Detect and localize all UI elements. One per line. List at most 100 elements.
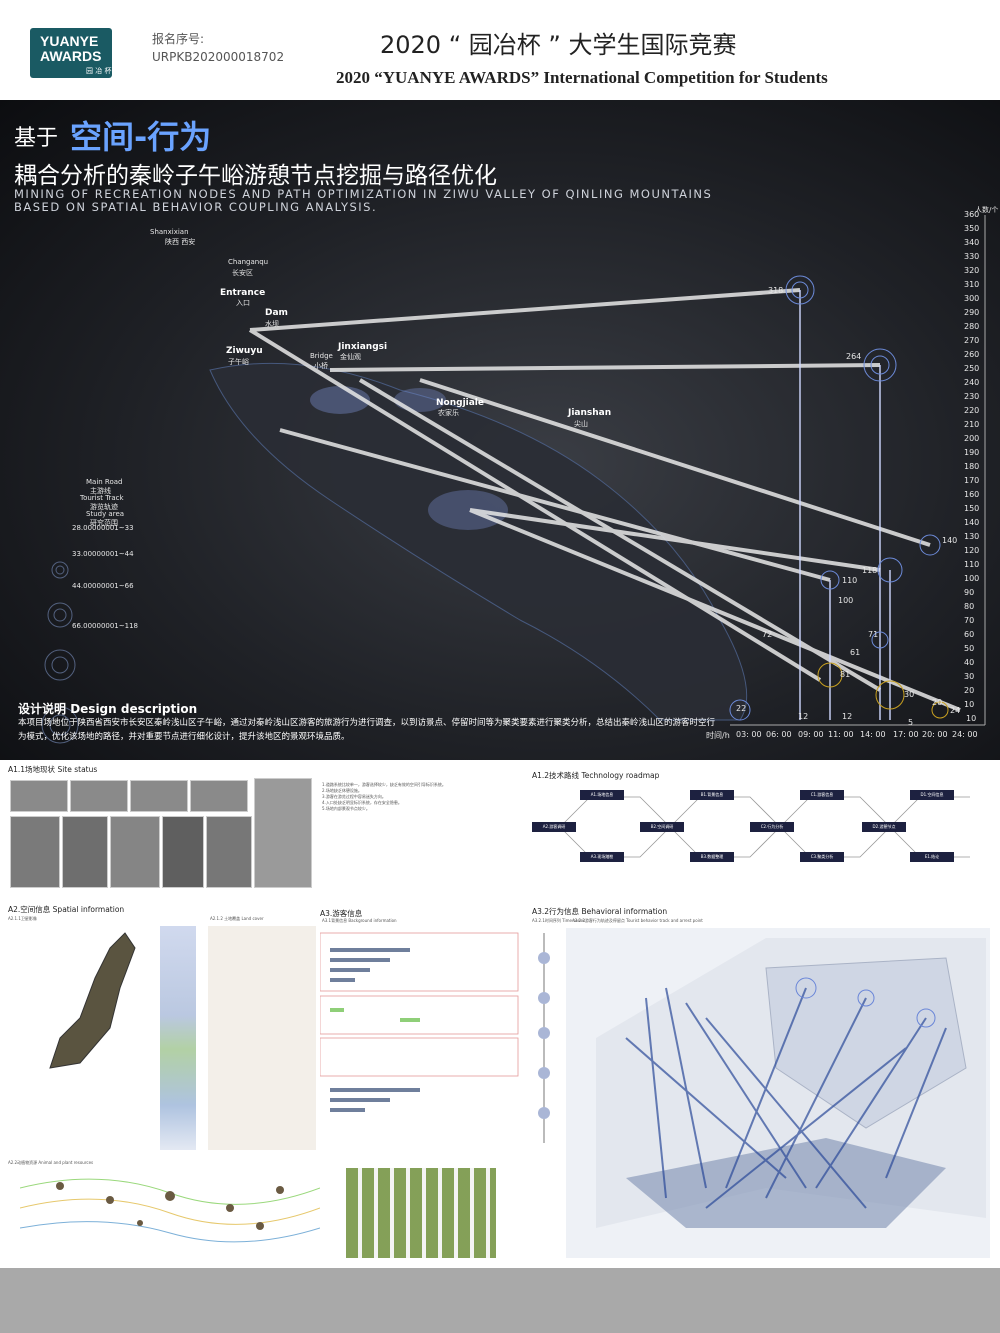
- y-tick: 320: [964, 266, 980, 275]
- legend-study-area-cn: 研究范围: [90, 519, 118, 527]
- roadmap-node: D2.游憩节点: [862, 822, 906, 832]
- y-tick: 100: [964, 574, 980, 583]
- legend-main-road-cn: 主游线: [90, 487, 111, 495]
- time-series-nodes: [538, 933, 550, 1143]
- y-tick: 290: [964, 308, 980, 317]
- y-tick: 270: [964, 336, 980, 345]
- y-tick: 90: [964, 588, 975, 597]
- study-area-shape: [209, 362, 748, 721]
- y-tick: 160: [964, 490, 980, 499]
- desc-heading-cn: 设计说明: [18, 702, 67, 716]
- logo-subtitle: 园 冶 杯: [86, 67, 112, 75]
- y-tick: 110: [964, 560, 980, 569]
- site-photo: [10, 780, 68, 812]
- y-tick: 240: [964, 378, 980, 387]
- section-roadmap: A1.2技术路线 Technology roadmap: [532, 771, 660, 780]
- y-tick: 10: [964, 700, 975, 709]
- map-label-bridge-cn: 小桥: [314, 362, 328, 370]
- legend-value: 28.00000001~33: [72, 524, 134, 532]
- desc-heading-en: Design description: [70, 702, 198, 716]
- y-tick: 70: [964, 616, 975, 625]
- peak-value: 118: [862, 566, 878, 575]
- animal-resources: [20, 1178, 320, 1243]
- peak-value: 12: [798, 712, 809, 721]
- section-track: A3.2.2游客行为轨迹及停留点 Tourist behavior track …: [572, 918, 703, 923]
- map-label-jianshan-cn: 尖山: [574, 420, 588, 428]
- logo-text: YUANYE AWARDS: [40, 34, 101, 64]
- legend-main-road: Main Road: [86, 478, 123, 486]
- hero-title-highlight: 空间-行为: [70, 118, 212, 156]
- roadmap-node: C1.游客信息: [800, 790, 844, 800]
- section-land-cover: A2.1.2 土地覆盖 Land cover: [210, 916, 264, 921]
- hero-map-panel: 基于 空间-行为 耦合分析的秦岭子午峪游憩节点挖掘与路径优化 Mining of…: [0, 100, 1000, 760]
- peak-value: 12: [842, 712, 853, 721]
- land-cover-grid: [208, 926, 316, 1150]
- y-tick: 300: [964, 294, 980, 303]
- section-time-series: A3.2.1时间序列 Time series: [532, 918, 586, 923]
- map-label-entrance-cn: 入口: [236, 299, 250, 307]
- note-item: 3.游客在游览过程中容易迷失方向。: [322, 794, 386, 799]
- roadmap-node: B3.数据整理: [690, 852, 734, 862]
- registration-label: 报名序号:: [152, 32, 205, 46]
- map-label-shaanxi-cn: 陕西 西安: [165, 238, 196, 246]
- site-photo: [10, 816, 60, 888]
- legend-value: 44.00000001~66: [72, 582, 134, 590]
- logo-line1: YUANYE: [40, 33, 99, 49]
- x-tick: 14: 00: [860, 730, 886, 739]
- y-tick: 260: [964, 350, 980, 359]
- competition-header: YUANYE AWARDS 园 冶 杯 报名序号: URPKB202000018…: [0, 0, 1000, 100]
- legend-study-area: Study area: [86, 510, 125, 518]
- section-spatial: A2.空间信息 Spatial information: [8, 905, 125, 914]
- y-tick: 40: [964, 658, 975, 667]
- note-item: 5.场地内部景观节点较少。: [322, 806, 370, 811]
- peak-value: 318: [768, 286, 784, 295]
- map-label-jinxian-cn: 金仙观: [340, 353, 361, 361]
- map-label-ziwuyu-cn: 子午峪: [228, 358, 249, 366]
- y-tick: 230: [964, 392, 980, 401]
- hero-title-main: 耦合分析的秦岭子午峪游憩节点挖掘与路径优化: [14, 163, 497, 189]
- legend-rings: [41, 561, 79, 744]
- map-label-shaanxi: Shanxixian: [150, 228, 189, 236]
- plant-resources-grid: [346, 1168, 496, 1258]
- note-item: 4.入口处缺乏明显标识系统，存在安全隐患。: [322, 800, 402, 805]
- peak-value: 140: [942, 536, 958, 545]
- section-site-status: A1.1场地现状 Site status: [8, 765, 98, 774]
- y-tick: 130: [964, 532, 980, 541]
- y-tick: 200: [964, 434, 980, 443]
- yuanye-logo: [30, 28, 112, 78]
- section-animals: A2.2动植物资源 Animal and plant resources: [8, 1160, 94, 1165]
- peak-value: 110: [842, 576, 858, 585]
- peak-value: 5: [908, 718, 914, 727]
- y-tick: 120: [964, 546, 980, 555]
- y-tick: 220: [964, 406, 980, 415]
- low-rings: [817, 662, 949, 719]
- site-photo: [110, 816, 160, 888]
- x-tick: 24: 00: [952, 730, 978, 739]
- site-photo: [206, 816, 252, 888]
- map-label-nongjiale: Nongjiale: [436, 398, 484, 408]
- x-axis-label: 时间/h: [706, 731, 730, 740]
- roadmap-node: A3.现场踏勘: [580, 852, 624, 862]
- peak-value: 24: [950, 706, 961, 715]
- site-photo: [62, 816, 108, 888]
- design-description-text: 本项目场地位于陕西省西安市长安区秦岭浅山区子午峪，通过对秦岭浅山区游客的旅游行为…: [18, 718, 716, 742]
- section-satellite: A2.1.1卫星影像: [8, 916, 37, 921]
- x-tick: 06: 00: [766, 730, 792, 739]
- y-tick: 30: [964, 672, 975, 681]
- time-bars: [799, 290, 891, 720]
- roadmap-node: C3.聚类分析: [800, 852, 844, 862]
- design-description-heading: 设计说明 Design description: [18, 700, 197, 717]
- hotspot-ellipse: [428, 490, 508, 530]
- section-background: A3.1背景信息 Background information: [322, 918, 397, 923]
- peak-value: 71: [868, 630, 879, 639]
- legend-tourist-track-cn: 游览轨迹: [90, 503, 118, 511]
- peak-rings: [729, 275, 941, 721]
- peak-value: 10: [966, 714, 977, 723]
- site-photo: [190, 780, 248, 812]
- legend-tourist-track: Tourist Track: [80, 494, 124, 502]
- y-tick: 170: [964, 476, 980, 485]
- y-tick: 190: [964, 448, 980, 457]
- y-tick: 330: [964, 252, 980, 261]
- y-tick: 20: [964, 686, 975, 695]
- section-tourist-info: A3.游客信息: [320, 909, 363, 918]
